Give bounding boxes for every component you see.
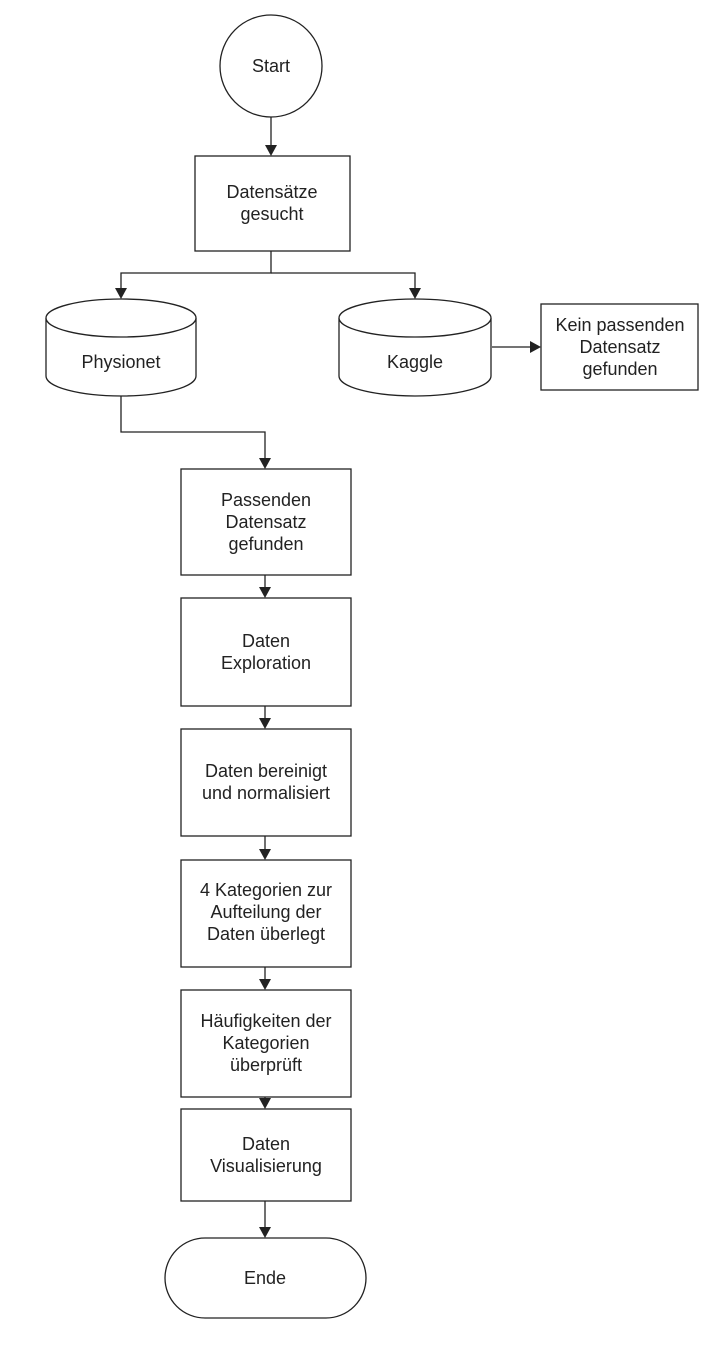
label-line: Physionet bbox=[81, 352, 160, 372]
end-label: Ende bbox=[244, 1268, 286, 1288]
label-line: gesucht bbox=[240, 204, 303, 224]
arrowhead bbox=[530, 341, 541, 353]
label-line: Daten bbox=[242, 631, 290, 651]
start-node: Start bbox=[219, 14, 323, 118]
label-line: und normalisiert bbox=[202, 783, 330, 803]
kaggle-label: Kaggle bbox=[387, 352, 443, 372]
arrowhead bbox=[259, 849, 271, 860]
label-line: Daten bbox=[242, 1134, 290, 1154]
label-line: Ende bbox=[244, 1268, 286, 1288]
label-line: Exploration bbox=[221, 653, 311, 673]
edge-physionet-to-match bbox=[120, 396, 266, 463]
start-label: Start bbox=[252, 56, 290, 76]
arrowhead bbox=[259, 1227, 271, 1238]
label-line: Passenden bbox=[221, 490, 311, 510]
end-node: Ende bbox=[164, 1237, 367, 1319]
label-line: gefunden bbox=[582, 359, 657, 379]
arrowhead bbox=[259, 1098, 271, 1109]
label-line: Datensätze bbox=[226, 182, 317, 202]
arrowhead bbox=[409, 288, 421, 299]
label-line: gefunden bbox=[228, 534, 303, 554]
arrowhead bbox=[259, 587, 271, 598]
arrowhead bbox=[259, 458, 271, 469]
label-line: Datensatz bbox=[579, 337, 660, 357]
label-line: Kategorien bbox=[222, 1033, 309, 1053]
physionet-label: Physionet bbox=[81, 352, 160, 372]
label-line: Visualisierung bbox=[210, 1156, 322, 1176]
label-line: überprüft bbox=[230, 1055, 302, 1075]
edge-search-to-kaggle bbox=[271, 272, 416, 293]
arrowhead bbox=[115, 288, 127, 299]
label-line: Häufigkeiten der bbox=[200, 1011, 331, 1031]
connectors bbox=[115, 117, 541, 1238]
label-line: Kein passenden bbox=[555, 315, 684, 335]
label-line: Daten bereinigt bbox=[205, 761, 327, 781]
arrowhead bbox=[259, 718, 271, 729]
kaggle-node: Kaggle bbox=[338, 298, 492, 397]
label-line: Aufteilung der bbox=[210, 902, 321, 922]
arrowhead bbox=[259, 979, 271, 990]
label-line: Start bbox=[252, 56, 290, 76]
edge-search-to-physionet bbox=[120, 251, 272, 293]
physionet-node: Physionet bbox=[45, 298, 197, 397]
label-line: Kaggle bbox=[387, 352, 443, 372]
label-line: 4 Kategorien zur bbox=[200, 880, 332, 900]
label-line: Datensatz bbox=[225, 512, 306, 532]
arrowhead bbox=[265, 145, 277, 156]
label-line: Daten überlegt bbox=[207, 924, 325, 944]
